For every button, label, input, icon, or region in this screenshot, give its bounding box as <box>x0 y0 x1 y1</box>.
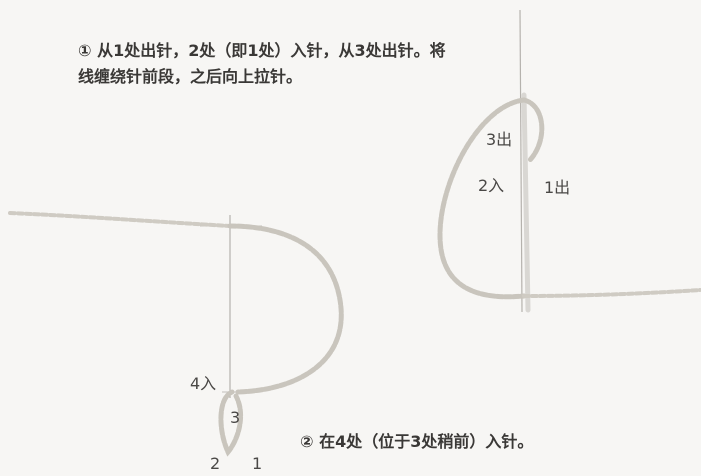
label-left-4-in: 4入 <box>190 374 217 393</box>
label-right-3-out: 3出 <box>486 130 513 149</box>
left-yarn-loop <box>227 223 344 395</box>
label-right-2-in: 2入 <box>478 176 505 195</box>
label-left-1: 1 <box>252 454 263 473</box>
needle <box>521 92 531 313</box>
label-left-3: 3 <box>230 408 241 427</box>
label-right-1-out: 1出 <box>544 178 571 197</box>
step2-instruction: ② 在4处（位于3处稍前）入针。 <box>300 432 534 451</box>
right-yarn-tail <box>522 288 701 298</box>
label-left-2: 2 <box>210 454 221 473</box>
step1-instruction: ① 从1处出针，2处（即1处）入针，从3处出针。将线缠绕针前段，之后向上拉针。 <box>78 41 446 86</box>
right-yarn-loop <box>437 97 527 300</box>
right-wrap-loop <box>521 97 545 163</box>
left-yarn-tail <box>8 211 232 228</box>
left-small-loop <box>218 389 243 457</box>
right-vertical-guide <box>519 9 523 313</box>
